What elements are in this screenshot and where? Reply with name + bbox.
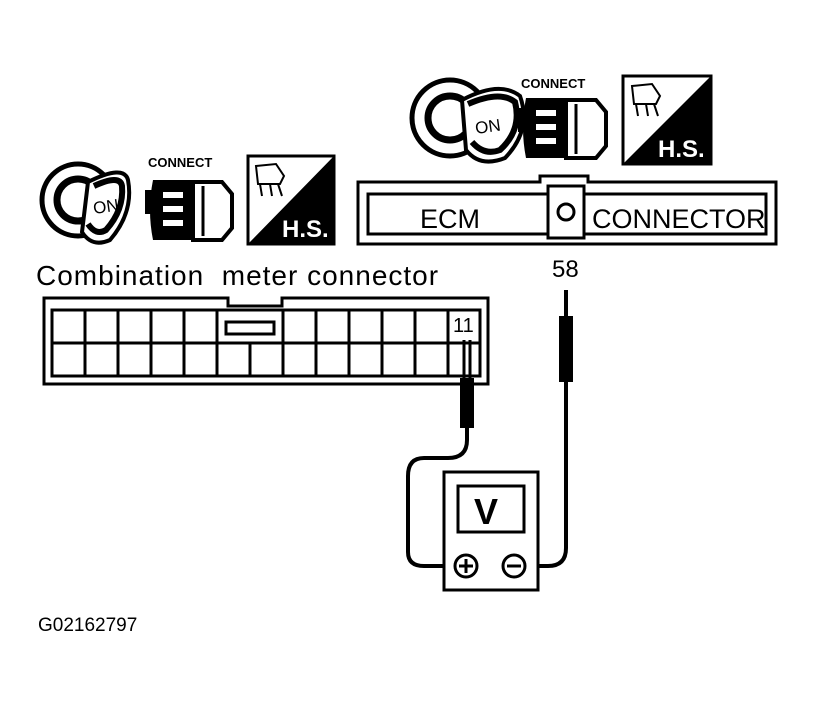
figure-id: G02162797 [38, 615, 137, 636]
negative-terminal-icon [501, 553, 527, 579]
voltmeter-display: V [474, 491, 498, 532]
negative-probe [534, 290, 573, 568]
connect-plug-icon: CONNECT [145, 155, 234, 242]
connect-plug-icon: CONNECT [518, 76, 608, 160]
hs-icon: H.S. [621, 74, 713, 166]
key-on-label: ON [92, 196, 120, 218]
hs-label: H.S. [282, 216, 329, 243]
voltmeter: V [442, 470, 540, 592]
combination-meter-connector-label: Combination meter connector [36, 260, 439, 291]
connector-label: CONNECTOR [592, 204, 766, 234]
ecm-connector: ECM CONNECTOR [356, 174, 778, 246]
hs-icon: H.S. [246, 154, 336, 246]
connect-label: CONNECT [521, 76, 585, 91]
positive-probe [406, 340, 474, 568]
ecm-terminal-label: 58 [552, 256, 579, 283]
hs-label: H.S. [658, 136, 705, 163]
ignition-key-icon: ON [39, 161, 132, 245]
connect-label: CONNECT [148, 155, 212, 170]
combination-terminal-label: 11 [453, 315, 474, 337]
ignition-key-icon: ON [409, 77, 526, 164]
top-icon-row: ON CONNECT H.S. [409, 74, 713, 166]
ecm-label: ECM [420, 204, 480, 234]
left-icon-row: ON CONNECT H.S. [39, 154, 336, 246]
positive-terminal-icon [453, 553, 479, 579]
key-on-label: ON [474, 116, 502, 138]
combination-meter-connector [42, 296, 490, 386]
